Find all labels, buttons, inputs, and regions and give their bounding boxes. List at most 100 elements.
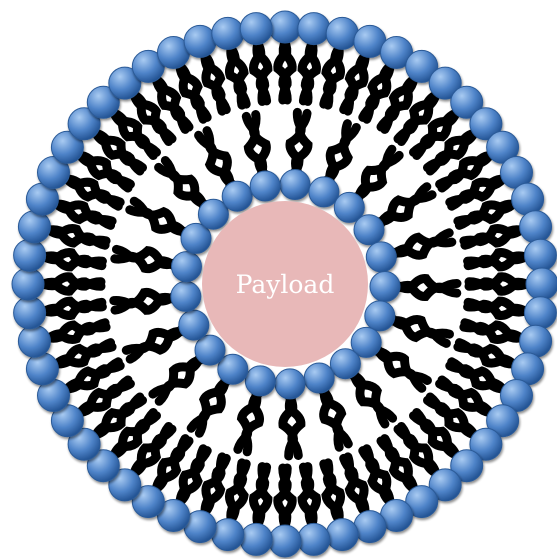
outer-headgroup	[13, 296, 47, 330]
outer-lipid-tail	[376, 436, 419, 500]
outer-lipid-tail	[124, 422, 174, 480]
inner-headgroup	[308, 176, 340, 208]
outer-lipid-tail	[297, 462, 318, 535]
outer-headgroup	[486, 404, 520, 438]
payload-label: Payload	[236, 270, 335, 299]
outer-headgroup	[380, 36, 413, 69]
outer-lipid-tail	[393, 424, 442, 484]
outer-headgroup	[325, 16, 359, 50]
inner-headgroup	[369, 271, 401, 302]
outer-headgroup	[86, 449, 120, 483]
outer-lipid-tail	[425, 127, 485, 176]
outer-headgroup	[523, 296, 557, 330]
outer-lipid-tail	[437, 150, 501, 193]
inner-headgroup	[333, 191, 365, 223]
outer-lipid-tail	[175, 55, 212, 122]
inner-lipid-tail	[109, 287, 180, 309]
outer-lipid-tail	[300, 34, 321, 106]
outer-lipid-tail	[380, 72, 424, 134]
outer-headgroup	[297, 522, 331, 556]
outer-headgroup	[183, 24, 217, 58]
inner-headgroup	[365, 241, 397, 273]
outer-lipid-tail	[454, 199, 524, 230]
outer-headgroup	[511, 182, 545, 216]
outer-lipid-tail	[34, 296, 107, 317]
outer-lipid-tail	[464, 277, 537, 296]
outer-headgroup	[108, 468, 142, 502]
outer-lipid-tail	[222, 458, 248, 529]
outer-headgroup	[157, 499, 190, 532]
outer-headgroup	[405, 49, 439, 83]
inner-headgroup	[217, 353, 249, 385]
outer-leaflet-headgroups	[11, 10, 557, 558]
outer-headgroup	[131, 485, 165, 519]
outer-lipid-tail	[249, 462, 270, 534]
outer-lipid-tail	[423, 395, 481, 445]
outer-lipid-tail	[146, 434, 190, 496]
inner-lipid-tail	[160, 156, 213, 210]
outer-headgroup	[25, 352, 59, 386]
outer-lipid-tail	[343, 47, 374, 116]
outer-leaflet-tails	[33, 32, 537, 536]
outer-lipid-tail	[200, 45, 231, 115]
inner-lipid-tail	[383, 316, 451, 348]
outer-lipid-tail	[85, 392, 145, 441]
outer-headgroup	[469, 427, 503, 461]
outer-headgroup	[239, 522, 273, 556]
inner-headgroup	[329, 348, 361, 380]
inner-headgroup	[303, 362, 335, 394]
outer-headgroup	[500, 379, 533, 412]
outer-headgroup	[239, 12, 273, 46]
outer-lipid-tail	[59, 169, 125, 207]
outer-headgroup	[131, 49, 165, 83]
outer-lipid-tail	[46, 338, 116, 369]
inner-lipid-tail	[129, 196, 194, 236]
outer-headgroup	[50, 404, 84, 438]
inner-headgroup	[170, 280, 202, 312]
outer-lipid-tail	[453, 342, 522, 373]
inner-lipid-tail	[233, 385, 262, 454]
inner-lipid-tail	[248, 110, 271, 181]
inner-headgroup	[171, 251, 202, 283]
inner-headgroup	[221, 180, 253, 212]
inner-lipid-tail	[148, 349, 205, 399]
outer-lipid-tail	[463, 251, 536, 272]
outer-headgroup	[11, 267, 45, 301]
outer-headgroup	[50, 130, 84, 164]
outer-headgroup	[519, 210, 553, 244]
outer-lipid-tail	[396, 88, 446, 146]
outer-lipid-tail	[56, 357, 123, 394]
outer-headgroup	[268, 10, 302, 44]
outer-lipid-tail	[459, 321, 530, 347]
outer-headgroup	[37, 156, 70, 189]
outer-lipid-tail	[226, 38, 251, 109]
outer-lipid-tail	[358, 446, 395, 513]
payload-core	[202, 201, 368, 367]
outer-lipid-tail	[278, 32, 297, 105]
outer-headgroup	[523, 238, 557, 272]
outer-lipid-tail	[435, 379, 497, 423]
outer-headgroup	[211, 518, 245, 552]
inner-lipid-tail	[344, 369, 390, 429]
outer-headgroup	[211, 16, 245, 50]
outer-lipid-tail	[128, 84, 177, 144]
outer-lipid-tail	[196, 452, 227, 521]
inner-headgroup	[197, 198, 229, 230]
outer-headgroup	[450, 449, 484, 483]
outer-lipid-tail	[463, 299, 535, 320]
outer-headgroup	[428, 468, 462, 502]
outer-lipid-tail	[322, 39, 348, 110]
outer-lipid-tail	[445, 361, 511, 399]
outer-headgroup	[86, 85, 120, 119]
outer-headgroup	[325, 518, 359, 552]
inner-lipid-tail	[186, 371, 230, 433]
inner-lipid-tail	[353, 150, 404, 207]
outer-lipid-tail	[170, 444, 208, 510]
outer-lipid-tail	[362, 58, 400, 124]
inner-headgroup	[194, 334, 226, 366]
outer-headgroup	[428, 66, 462, 100]
outer-headgroup	[469, 107, 503, 141]
outer-headgroup	[13, 238, 47, 272]
outer-headgroup	[17, 210, 51, 244]
